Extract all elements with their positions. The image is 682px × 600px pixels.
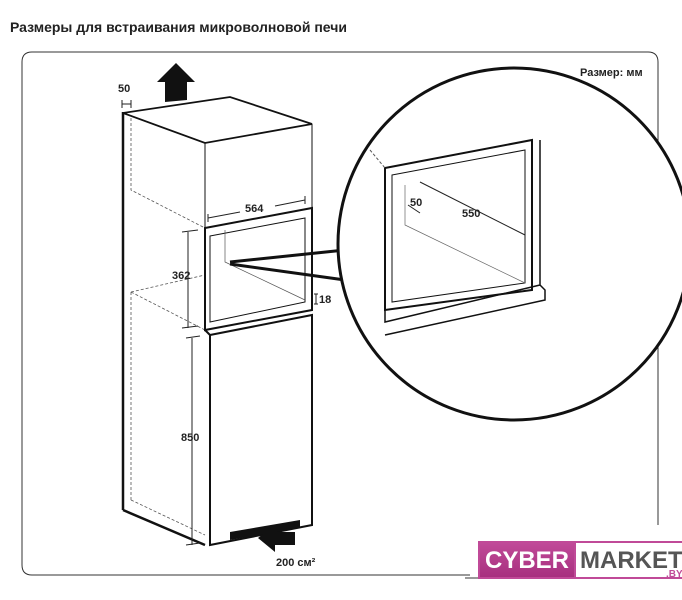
detail-circle [336,66,682,422]
cybermarket-logo: CYBER MARKET.BY [478,541,682,580]
dim-width: 564 [245,203,264,215]
detail-dim-offset: 50 [410,197,422,209]
vent-opening [230,520,300,540]
detail-view [369,138,546,336]
logo-part1: CYBER [478,541,577,579]
air-in-arrow-icon [258,525,295,552]
dim-vent: 200 см² [276,557,316,569]
frame-border [21,51,659,576]
logo-suffix: .BY [666,569,682,580]
dim-height: 362 [172,270,190,282]
logo-part2-box: MARKET.BY [576,541,682,580]
dim-top-gap: 50 [118,83,130,95]
logo-part2: MARKET [580,547,682,574]
dim-shelf: 18 [319,294,331,306]
detail-dim-depth: 550 [462,208,480,220]
air-up-arrow-icon [157,63,195,102]
dim-base: 850 [181,432,199,444]
page-title: Размеры для встраивания микроволновой пе… [10,19,347,35]
size-note: Размер: мм [580,67,643,79]
